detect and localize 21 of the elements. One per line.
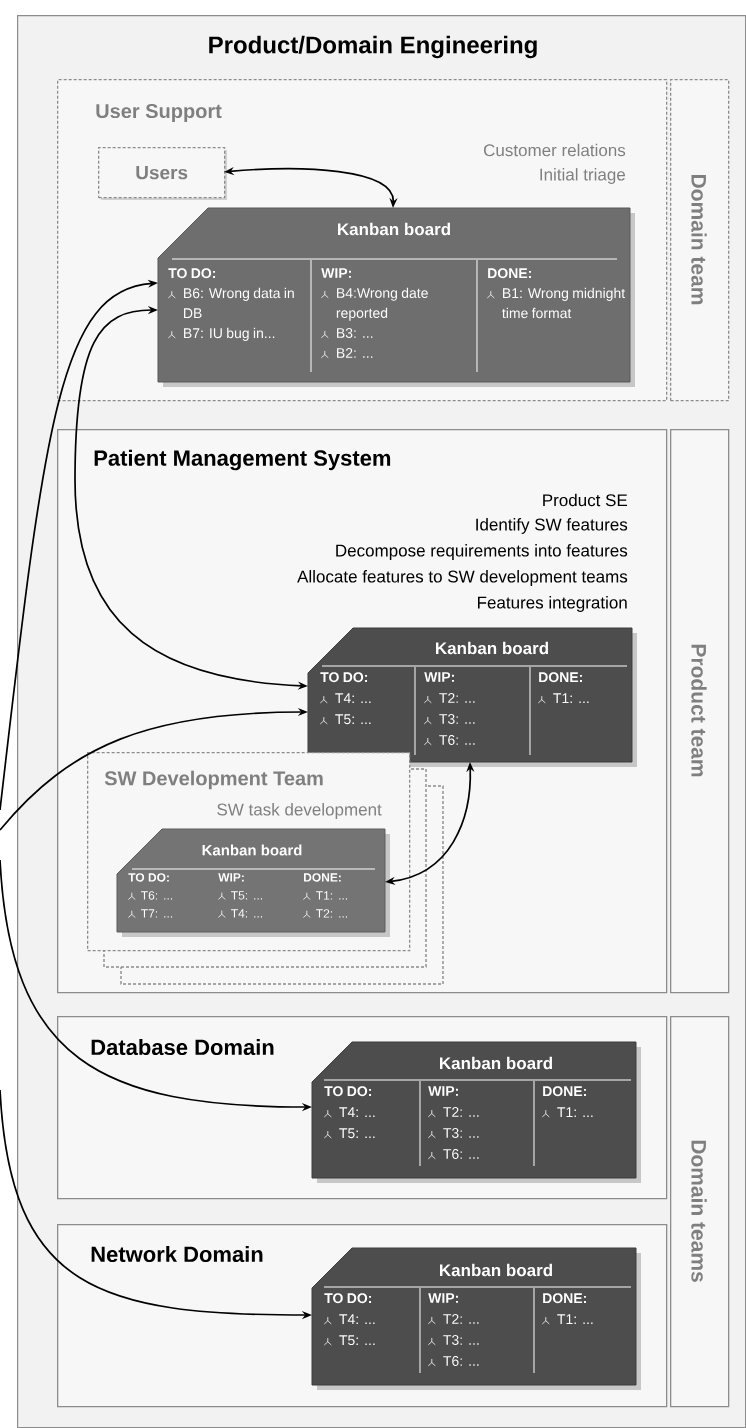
kanban-column: TO DO: B6: Wrong data in DB B7: IU bug in... xyxy=(168,268,294,341)
kanban-column: WIP: T2: ... T3: ... T6: ... xyxy=(424,672,475,745)
side-band: Domain team xyxy=(670,79,730,402)
kanban-column: DONE: B1: Wrong midnight time format xyxy=(487,268,626,319)
kanban-column: TO DO: T4: ... T5: ... xyxy=(324,1293,375,1346)
side-band: Domain teams xyxy=(670,1016,730,1408)
kanban-column: TO DO: T4: ... T5: ... xyxy=(320,672,371,725)
kanban-column: DONE: T1: ... xyxy=(538,672,589,704)
kanban-column: DONE: T1: ... xyxy=(542,1293,593,1325)
side-band: Product team xyxy=(670,429,730,994)
users-box: Users xyxy=(98,147,227,200)
node-label: SW Development Team xyxy=(104,770,323,790)
kanban-column: DONE: T1: ... T2: ... xyxy=(303,873,348,918)
kanban-column: WIP: T2: ... T3: ... T6: ... xyxy=(428,1086,479,1159)
kanban-column: WIP: T2: ... T3: ... T6: ... xyxy=(428,1293,479,1366)
kanban-column: TO DO: T6: ... T7: ... xyxy=(128,873,173,918)
kanban-column: WIP: B4:Wrong date reported B3: ... B2: ... xyxy=(321,268,428,358)
diagram-title: Product/Domain Engineering xyxy=(209,35,537,59)
kanban-column: TO DO: T4: ... T5: ... xyxy=(324,1086,375,1139)
kanban-column: WIP: T5: ... T4: ... xyxy=(218,873,263,918)
kanban-column: DONE: T1: ... xyxy=(542,1086,593,1118)
